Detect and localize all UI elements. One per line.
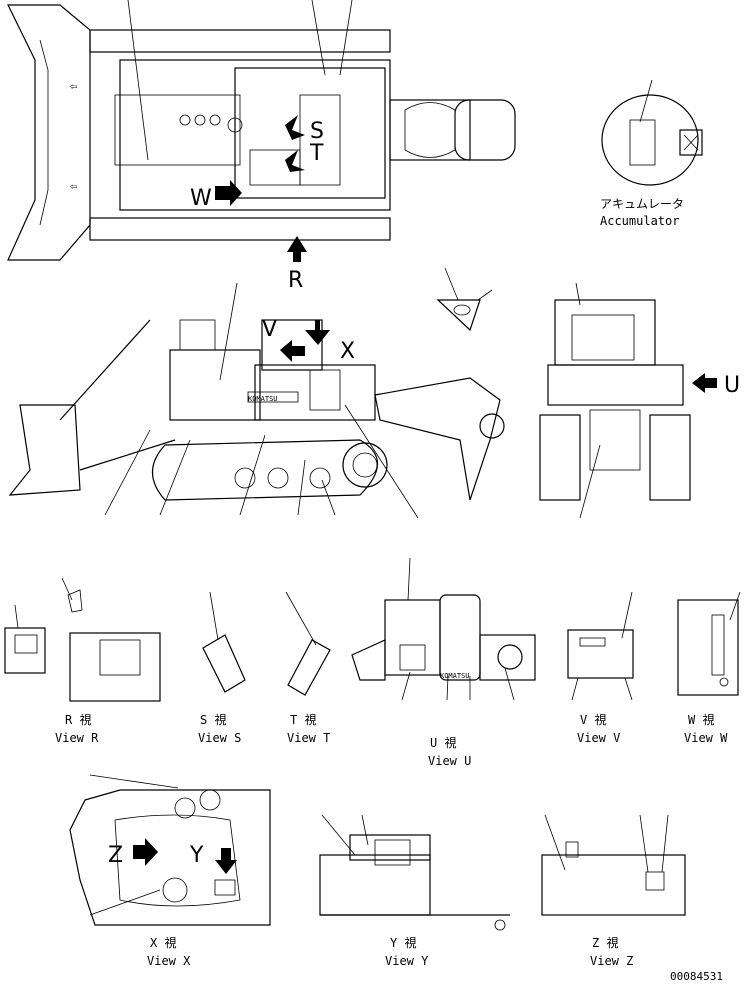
- side-brand-plate: KOMATSU: [248, 395, 278, 403]
- view-w-jp: W 視: [688, 712, 714, 727]
- view-w-en: View W: [684, 731, 728, 745]
- view-s-jp: S 視: [200, 712, 226, 727]
- view-z-jp: Z 視: [592, 935, 618, 950]
- view-u: KOMATSU U 視 View U: [351, 557, 536, 768]
- view-s: S 視 View S: [198, 591, 246, 745]
- view-y-jp: Y 視: [390, 935, 416, 950]
- side-view-dozer: V X KOMATSU: [8, 282, 505, 519]
- view-w: W 視 View W: [677, 591, 741, 745]
- view-x-en: View X: [147, 954, 191, 968]
- label-t-top: T: [309, 141, 324, 166]
- view-x: Z Y X 視 View X: [69, 774, 271, 968]
- label-w-top: W: [190, 186, 212, 211]
- arrow-s: [285, 115, 305, 140]
- label-s-top: S: [310, 119, 324, 144]
- label-v: V: [262, 317, 277, 342]
- warning-label-triangle: [436, 267, 493, 332]
- view-u-jp: U 視: [430, 735, 456, 750]
- arrow-r: [287, 236, 307, 262]
- view-t-jp: T 視: [290, 712, 316, 727]
- view-x-jp: X 視: [150, 935, 176, 950]
- arrow-v: [280, 340, 305, 362]
- view-r-en: View R: [55, 731, 99, 745]
- rear-view-dozer: U: [539, 282, 740, 519]
- view-v: V 視 View V: [567, 591, 634, 745]
- accumulator-detail: アキュムレータ Accumulator: [600, 79, 703, 228]
- part-number: 00084531: [670, 970, 723, 983]
- arrow-t: [285, 150, 305, 172]
- arrow-w: [215, 180, 242, 206]
- svg-text:⇦: ⇦: [70, 179, 77, 193]
- view-t-en: View T: [287, 731, 330, 745]
- view-y: Y 視 View Y: [319, 814, 510, 968]
- label-z: Z: [108, 843, 123, 868]
- arrow-x-side: [305, 320, 330, 345]
- view-v-en: View V: [577, 731, 620, 745]
- label-y: Y: [189, 843, 204, 868]
- view-u-en: View U: [428, 754, 471, 768]
- accumulator-jp: アキュムレータ: [600, 197, 684, 211]
- arrow-u: [692, 373, 717, 393]
- view-u-brand-plate: KOMATSU: [440, 672, 470, 680]
- top-view-dozer: ⇦ ⇦ S T W R: [7, 0, 516, 293]
- arrow-z: [133, 838, 158, 866]
- label-u: U: [724, 373, 740, 398]
- svg-text:⇦: ⇦: [70, 79, 77, 93]
- label-x-side: X: [340, 339, 355, 364]
- view-y-en: View Y: [385, 954, 429, 968]
- view-r-jp: R 視: [65, 712, 91, 727]
- arrow-y: [215, 848, 237, 874]
- accumulator-en: Accumulator: [600, 214, 679, 228]
- view-r: R 視 View R: [4, 577, 161, 745]
- view-s-en: View S: [198, 731, 241, 745]
- view-z: Z 視 View Z: [541, 814, 686, 968]
- view-z-en: View Z: [590, 954, 633, 968]
- view-t: T 視 View T: [285, 591, 331, 745]
- label-r: R: [288, 268, 303, 293]
- view-v-jp: V 視: [580, 712, 606, 727]
